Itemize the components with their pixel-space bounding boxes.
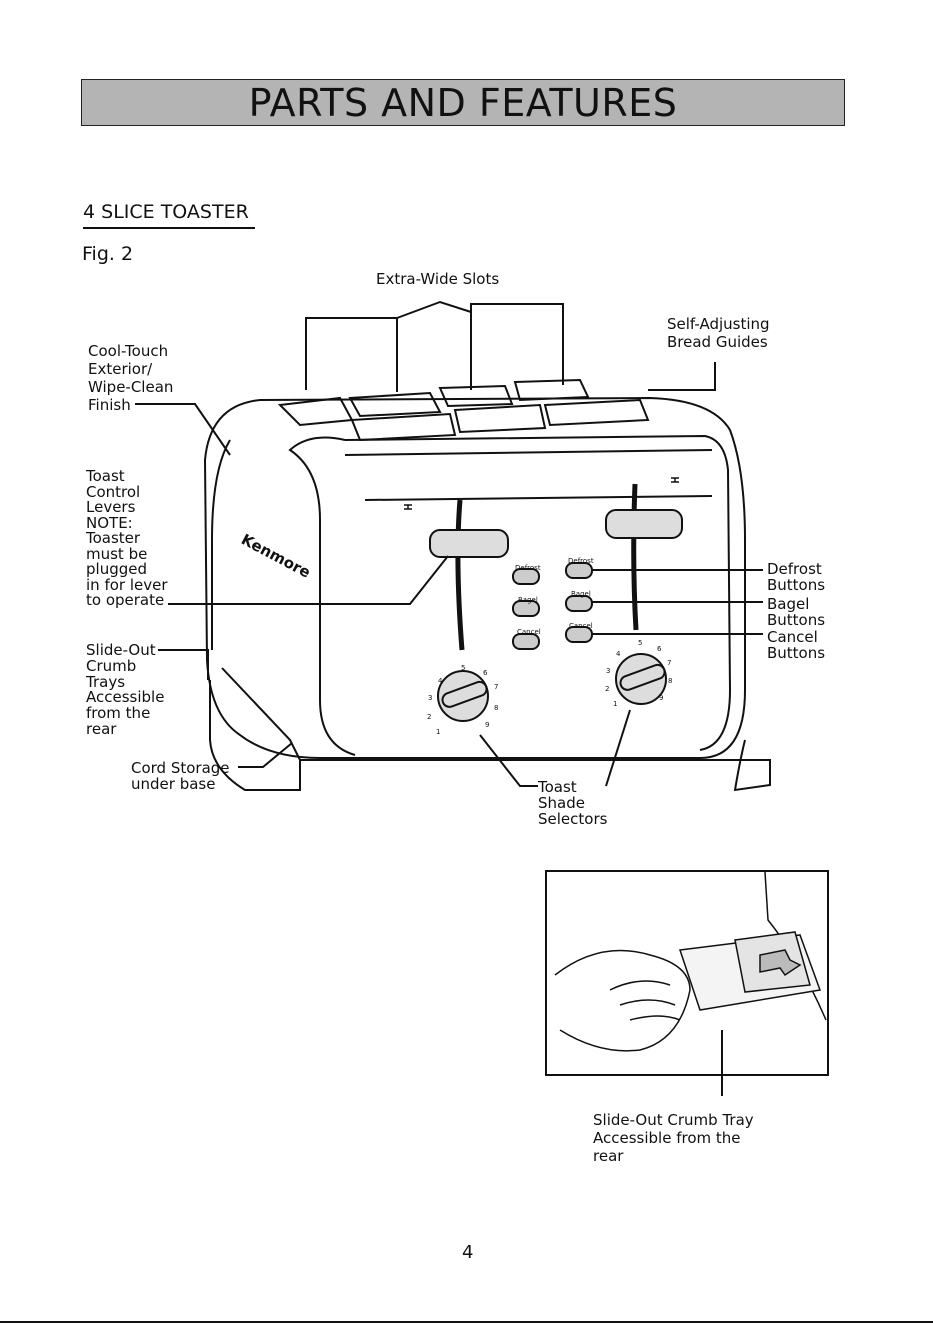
right-toast-lever (605, 509, 683, 539)
callout-cool-touch: Cool-Touch Exterior/ Wipe-Clean Finish (88, 342, 174, 414)
toaster-base (209, 680, 771, 792)
page-number: 4 (462, 1242, 474, 1263)
left-bagel-label: Bagel (518, 596, 538, 604)
callout-cancel-buttons: Cancel Buttons (767, 628, 826, 662)
left-cancel-label: Cancel (517, 628, 541, 636)
callout-extra-wide-slots: Extra-Wide Slots (376, 270, 500, 288)
callout-cord-storage: Cord Storage under base (131, 759, 230, 793)
dial-number: 6 (483, 669, 488, 677)
dial-number: 9 (485, 721, 490, 729)
callout-levers: Toast Control Levers NOTE: Toaster must … (86, 467, 168, 609)
dial-number: 2 (605, 685, 610, 693)
bottom-rule (0, 1321, 933, 1323)
left-cancel-button (512, 633, 540, 650)
figure-label: Fig. 2 (82, 243, 134, 265)
dial-number: 3 (428, 694, 433, 702)
callout-shade-selectors: Toast Shade Selectors (538, 778, 608, 828)
dial-number: 5 (461, 664, 466, 672)
crumb-tray-inset (545, 870, 829, 1076)
dial-number: 5 (638, 639, 643, 647)
dial-number: 4 (438, 677, 443, 685)
page-title: PARTS AND FEATURES (248, 80, 678, 125)
left-defrost-label: Defrost (515, 564, 541, 572)
left-bagel-button (512, 600, 540, 617)
right-bagel-button (565, 595, 593, 612)
dial-number: 8 (668, 677, 673, 685)
callout-bagel-buttons: Bagel Buttons (767, 595, 826, 629)
dial-number: 9 (659, 694, 664, 702)
dial-number: 3 (606, 667, 611, 675)
dial-number: 2 (427, 713, 432, 721)
dial-number: 1 (436, 728, 441, 736)
right-cancel-label: Cancel (569, 622, 593, 630)
dial-number: 7 (667, 659, 672, 667)
dial-number: 6 (657, 645, 662, 653)
toaster-body (203, 396, 746, 759)
left-toast-lever (429, 529, 509, 558)
callout-crumb-trays: Slide-Out Crumb Trays Accessible from th… (86, 641, 165, 738)
dial-number: 4 (616, 650, 621, 658)
dial-number: 1 (613, 700, 618, 708)
inset-caption: Slide-Out Crumb Tray Accessible from the… (593, 1111, 754, 1165)
right-bagel-label: Bagel (571, 590, 591, 598)
dial-number: 7 (494, 683, 499, 691)
section-title: 4 SLICE TOASTER (83, 201, 255, 229)
callout-bread-guides: Self-Adjusting Bread Guides (667, 315, 770, 351)
dial-number: 8 (494, 704, 499, 712)
page-title-bar: PARTS AND FEATURES (81, 79, 845, 126)
right-defrost-label: Defrost (568, 557, 594, 565)
callout-defrost-buttons: Defrost Buttons (767, 560, 826, 594)
left-defrost-button (512, 568, 540, 585)
